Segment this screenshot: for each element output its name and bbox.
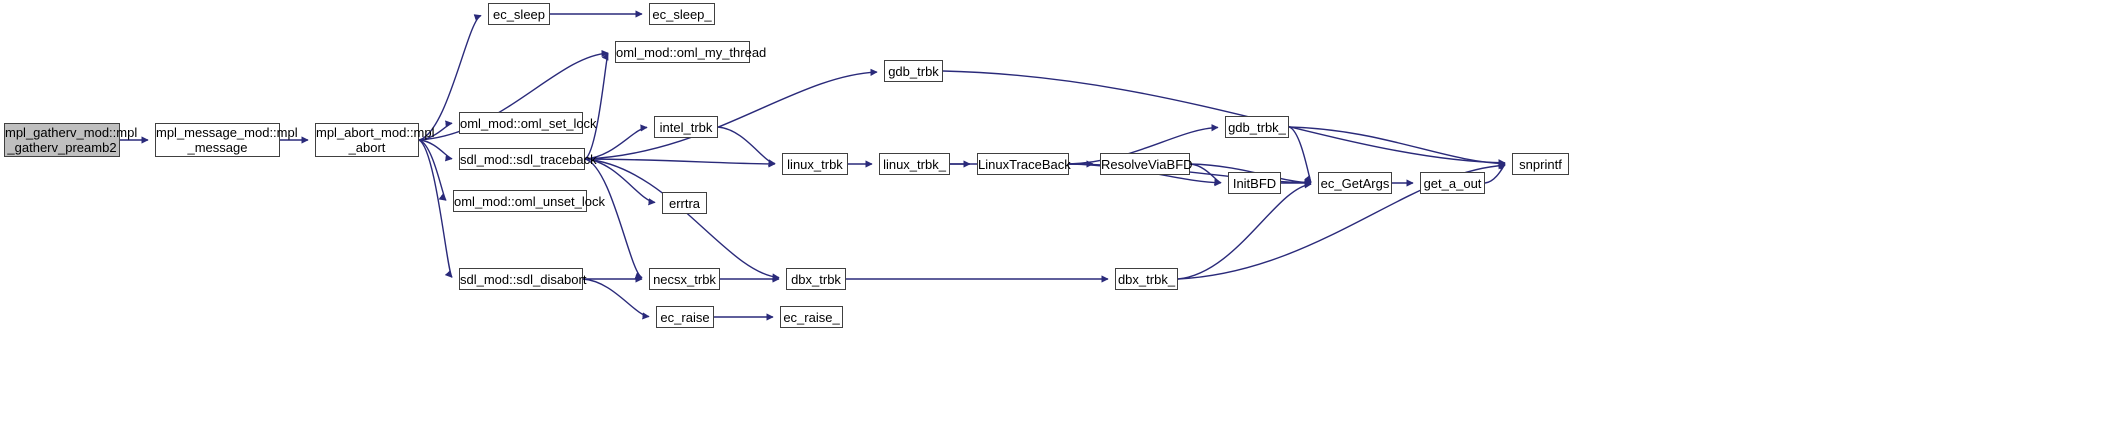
- graph-node-label: intel_trbk: [659, 119, 713, 135]
- graph-node-label: mpl_abort_mod::mpl _abort: [316, 125, 435, 155]
- graph-node-label: LinuxTraceBack: [978, 156, 1071, 172]
- graph-node-label: mpl_message_mod::mpl _message: [156, 125, 298, 155]
- graph-node-label: ec_GetArgs: [1320, 175, 1390, 191]
- graph-node-dbx-trbk[interactable]: dbx_trbk_: [1115, 268, 1178, 290]
- graph-node-label: gdb_trbk: [888, 63, 939, 79]
- graph-node-snprintf[interactable]: snprintf: [1512, 153, 1569, 175]
- graph-node-label: errtra: [668, 195, 701, 211]
- graph-node-label: get_a_out: [1423, 175, 1482, 191]
- graph-node-label: oml_mod::oml_set_lock: [460, 115, 597, 131]
- graph-node-oml-mod-oml-my-thread[interactable]: oml_mod::oml_my_thread: [615, 41, 767, 63]
- graph-node-get-a-out[interactable]: get_a_out: [1420, 172, 1485, 194]
- graph-node-label: sdl_mod::sdl_traceback: [460, 151, 597, 167]
- graph-edge: [418, 139, 453, 278]
- graph-edge: [942, 70, 1506, 167]
- graph-node-label: ec_sleep: [492, 6, 546, 22]
- graph-node-linux-trbk[interactable]: linux_trbk_: [879, 153, 950, 175]
- graph-node-dbx-trbk[interactable]: dbx_trbk: [786, 268, 846, 290]
- graph-edge: [584, 158, 776, 168]
- graph-node-mpl-message-mod-mpl-message[interactable]: mpl_message_mod::mpl _message: [155, 123, 298, 157]
- graph-node-sdl-mod-sdl-disabort[interactable]: sdl_mod::sdl_disabort: [459, 268, 587, 290]
- graph-node-ec-raise[interactable]: ec_raise: [656, 306, 714, 328]
- graph-node-label: necsx_trbk: [653, 271, 716, 287]
- graph-node-errtra[interactable]: errtra: [662, 192, 707, 214]
- graph-node-ec-raise[interactable]: ec_raise_: [780, 306, 843, 328]
- graph-node-sdl-mod-sdl-traceback[interactable]: sdl_mod::sdl_traceback: [459, 148, 597, 170]
- graph-node-linux-trbk[interactable]: linux_trbk: [782, 153, 848, 175]
- graph-node-ec-getargs[interactable]: ec_GetArgs: [1318, 172, 1392, 194]
- graph-edge: [1484, 163, 1506, 184]
- graph-node-label: snprintf: [1519, 156, 1562, 172]
- graph-edge: [418, 120, 453, 141]
- graph-edge: [584, 124, 648, 160]
- graph-node-label: ec_raise_: [783, 309, 840, 325]
- graph-node-ec-sleep[interactable]: ec_sleep_: [649, 3, 715, 25]
- graph-node-label: dbx_trbk_: [1117, 271, 1176, 287]
- graph-node-oml-mod-oml-unset-lock[interactable]: oml_mod::oml_unset_lock: [453, 190, 606, 212]
- graph-edge: [584, 158, 643, 279]
- graph-node-label: dbx_trbk: [791, 271, 841, 287]
- graph-edge: [1288, 126, 1506, 168]
- graph-edge: [1288, 126, 1312, 183]
- graph-edge: [584, 52, 609, 160]
- graph-node-label: ec_sleep_: [652, 6, 712, 22]
- graph-node-mpl-gatherv-mod-mpl-gatherv-preamb2[interactable]: mpl_gatherv_mod::mpl _gatherv_preamb2: [4, 123, 138, 157]
- graph-edge: [418, 139, 453, 162]
- graph-node-intel-trbk[interactable]: intel_trbk: [654, 116, 718, 138]
- graph-node-label: linux_trbk: [787, 156, 843, 172]
- graph-node-resolveviabfd[interactable]: ResolveViaBFD: [1100, 153, 1193, 175]
- graph-edge: [584, 158, 780, 281]
- graph-edge: [717, 126, 776, 167]
- graph-node-label: gdb_trbk_: [1228, 119, 1286, 135]
- graph-node-label: mpl_gatherv_mod::mpl _gatherv_preamb2: [5, 125, 138, 155]
- graph-node-linuxtraceback[interactable]: LinuxTraceBack: [977, 153, 1071, 175]
- graph-node-oml-mod-oml-set-lock[interactable]: oml_mod::oml_set_lock: [459, 112, 597, 134]
- graph-node-gdb-trbk[interactable]: gdb_trbk: [884, 60, 943, 82]
- graph-node-ec-sleep[interactable]: ec_sleep: [488, 3, 550, 25]
- graph-node-label: oml_mod::oml_my_thread: [616, 44, 767, 60]
- graph-edge: [1177, 181, 1312, 280]
- graph-edge: [584, 68, 878, 160]
- graph-node-label: ec_raise: [660, 309, 710, 325]
- graph-edge: [1189, 163, 1222, 186]
- graph-node-initbfd[interactable]: InitBFD: [1228, 172, 1281, 194]
- graph-node-gdb-trbk[interactable]: gdb_trbk_: [1225, 116, 1289, 138]
- graph-node-necsx-trbk[interactable]: necsx_trbk: [649, 268, 720, 290]
- graph-edge: [418, 139, 447, 201]
- graph-node-label: InitBFD: [1232, 175, 1277, 191]
- graph-edge: [582, 278, 650, 320]
- graph-edge: [584, 158, 656, 206]
- graph-node-label: linux_trbk_: [883, 156, 946, 172]
- graph-node-label: sdl_mod::sdl_disabort: [460, 271, 587, 287]
- graph-node-label: oml_mod::oml_unset_lock: [454, 193, 606, 209]
- graph-node-label: ResolveViaBFD: [1101, 156, 1193, 172]
- graph-node-mpl-abort-mod-mpl-abort[interactable]: mpl_abort_mod::mpl _abort: [315, 123, 435, 157]
